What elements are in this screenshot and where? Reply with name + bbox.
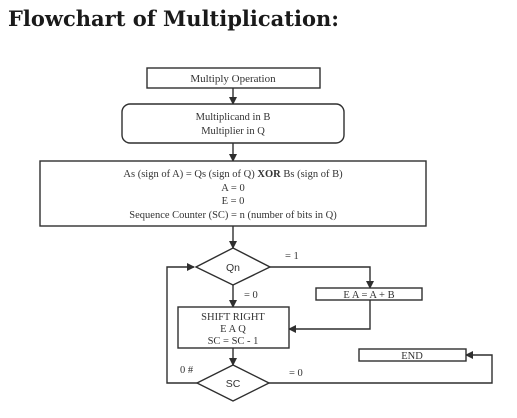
- sc-decrement-label: SC = SC - 1: [208, 336, 259, 347]
- multiplier-label: Multiplier in Q: [201, 126, 265, 137]
- sign-setup-box: [39, 160, 427, 227]
- sequence-counter-label: Sequence Counter (SC) = n (number of bit…: [129, 210, 337, 221]
- connector-qn-one-to-add: [270, 266, 374, 289]
- add-step-box: [315, 287, 423, 301]
- multiply-operation-box: [146, 67, 321, 89]
- connector-add-to-shift: [288, 300, 371, 333]
- a-init-label: A = 0: [221, 183, 244, 194]
- shift-step-box: [177, 306, 290, 349]
- sc-label: SC: [226, 378, 241, 390]
- sign-formula-post: Bs (sign of B): [283, 169, 343, 180]
- qn-label: Qn: [226, 262, 240, 274]
- page-title: Flowchart of Multiplication:: [8, 6, 339, 31]
- add-step-label: E A = A + B: [343, 290, 394, 301]
- end-box: [358, 348, 467, 362]
- qn-zero-label: = 0: [244, 290, 258, 301]
- sc-decision: [195, 364, 271, 402]
- connector-sc-loop-back: [166, 263, 197, 384]
- shift-registers-label: E A Q: [220, 324, 246, 335]
- e-init-label: E = 0: [222, 196, 245, 207]
- multiply-operation-label: Multiply Operation: [190, 73, 276, 85]
- init-registers-box: [121, 103, 345, 144]
- qn-one-label: = 1: [285, 251, 299, 262]
- connector-sc-zero-to-end: [269, 351, 493, 384]
- end-label: END: [401, 351, 423, 362]
- sign-formula-pre: As (sign of A) = Qs (sign of Q): [123, 169, 255, 180]
- qn-decision: [194, 247, 272, 286]
- sign-formula: As (sign of A) = Qs (sign of Q) XOR Bs (…: [123, 169, 343, 180]
- shift-right-label: SHIFT RIGHT: [201, 312, 265, 323]
- xor-operator: XOR: [257, 169, 281, 180]
- sc-zero-label: = 0: [289, 368, 303, 379]
- multiplicand-label: Multiplicand in B: [196, 112, 271, 123]
- sc-nonzero-label: 0 #: [180, 365, 194, 376]
